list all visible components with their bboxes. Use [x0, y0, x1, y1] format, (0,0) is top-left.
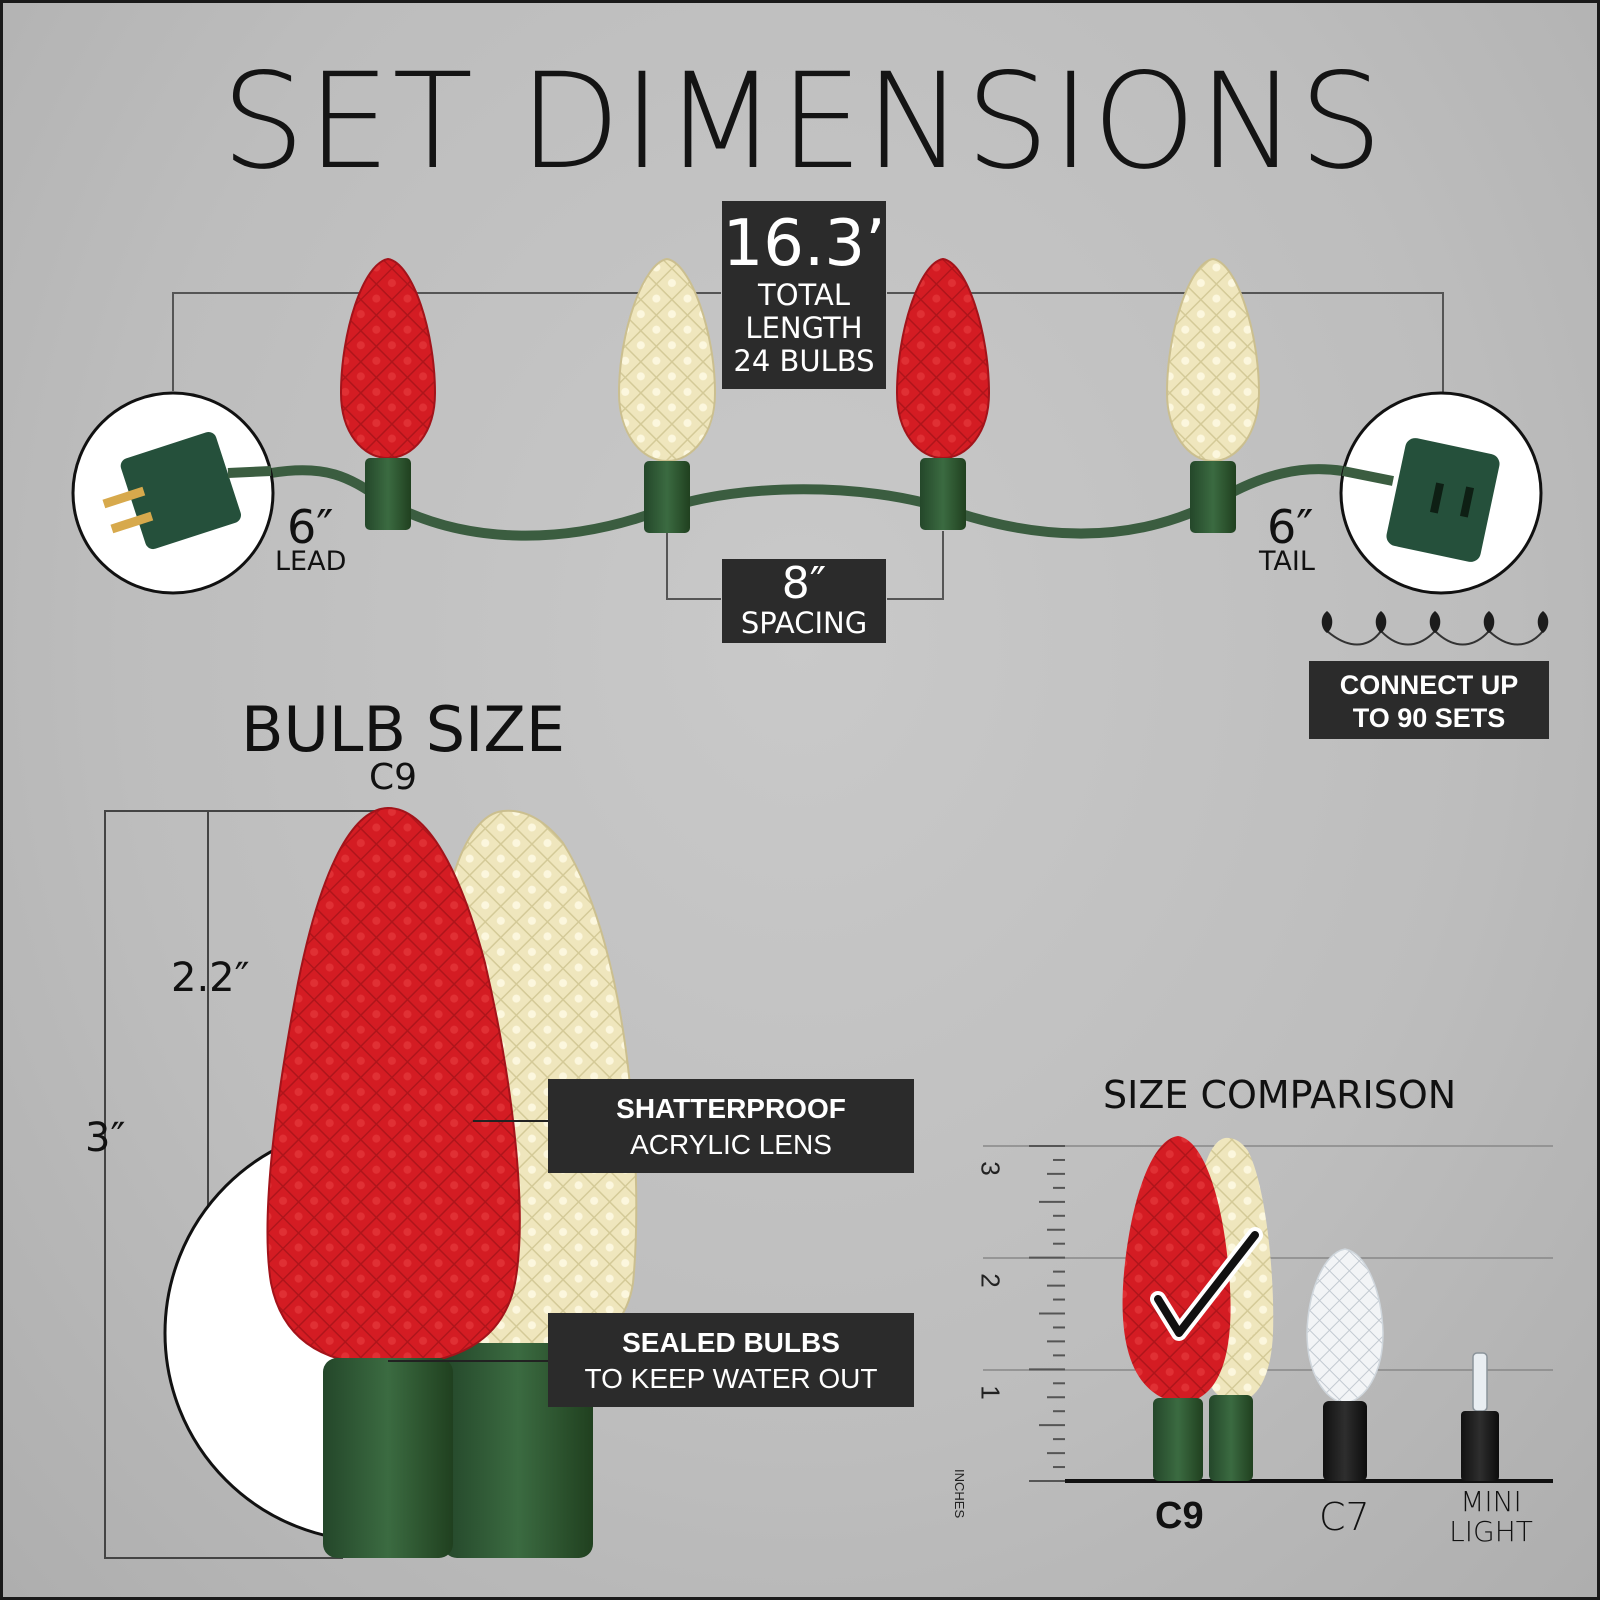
feature-1-text: ACRYLIC LENS — [630, 1129, 832, 1160]
feature-2-bold: SEALED BULBS — [622, 1327, 840, 1358]
mini-line-2: LIGHT — [1449, 1515, 1533, 1548]
lead-value: 6″ — [287, 500, 334, 554]
spacing-value: 8″ — [781, 558, 827, 609]
tail-label: TAIL — [1259, 546, 1315, 577]
diagram-graphics — [71, 257, 1553, 1559]
ruler-label-2: 2 — [975, 1273, 1006, 1288]
lens-height-label: 2.2″ — [171, 955, 250, 1001]
total-length-value: 16.3’ — [722, 207, 886, 281]
mini-line-1: MINI — [1460, 1485, 1522, 1518]
comparison-title: SIZE COMPARISON — [1103, 1073, 1457, 1117]
male-plug-inset — [71, 391, 275, 595]
bulb-warm-2 — [1165, 257, 1261, 533]
ruler-ticks — [1029, 1145, 1065, 1482]
ruler-label-1: 1 — [975, 1385, 1006, 1400]
total-length-box: 16.3’ TOTAL LENGTH 24 BULBS — [722, 201, 886, 389]
bulb-red-2 — [895, 257, 991, 530]
large-red-bulb — [266, 806, 521, 1558]
ruler-label-3: 3 — [975, 1161, 1006, 1176]
feature-1-bold: SHATTERPROOF — [616, 1093, 846, 1124]
tail-value: 6″ — [1267, 500, 1314, 554]
compare-c7-bulb — [1306, 1248, 1384, 1481]
bulb-count: 24 BULBS — [733, 344, 875, 378]
ruler-unit: INCHES — [952, 1469, 967, 1519]
feature-shatterproof: SHATTERPROOF ACRYLIC LENS — [548, 1079, 914, 1173]
string-wire — [266, 464, 1348, 541]
spacing-bracket — [666, 531, 944, 600]
category-mini-light: MINI LIGHT — [1431, 1487, 1551, 1547]
total-height-label: 3″ — [85, 1115, 126, 1161]
total-length-label-1: TOTAL — [758, 278, 850, 312]
bulb-type: C9 — [369, 757, 418, 798]
feature-pointer-lines — [388, 1120, 548, 1362]
spacing-box: 8″ SPACING — [722, 559, 886, 643]
lead-label: LEAD — [275, 546, 347, 577]
category-c7: C7 — [1319, 1495, 1370, 1539]
connect-sets-icon — [1321, 611, 1549, 646]
bulb-size-title: BULB SIZE — [241, 693, 565, 766]
connect-sets-box: CONNECT UP TO 90 SETS — [1309, 661, 1549, 739]
connect-line-2: TO 90 SETS — [1352, 703, 1506, 733]
page-title: SET DIMENSIONS — [221, 45, 1385, 199]
feature-2-text: TO KEEP WATER OUT — [584, 1363, 878, 1394]
feature-sealed: SEALED BULBS TO KEEP WATER OUT — [548, 1313, 914, 1407]
connect-line-1: CONNECT UP — [1339, 670, 1519, 700]
bulb-red-1 — [339, 257, 437, 530]
compare-red-bulb-c9 — [1122, 1136, 1231, 1481]
spacing-label: SPACING — [740, 606, 868, 640]
total-length-label-2: LENGTH — [745, 311, 863, 345]
compare-mini-light — [1461, 1352, 1499, 1481]
category-c9: C9 — [1155, 1495, 1204, 1537]
bulb-warm-1 — [617, 257, 717, 533]
female-plug-inset — [1339, 391, 1543, 595]
total-length-bracket — [172, 292, 1444, 393]
